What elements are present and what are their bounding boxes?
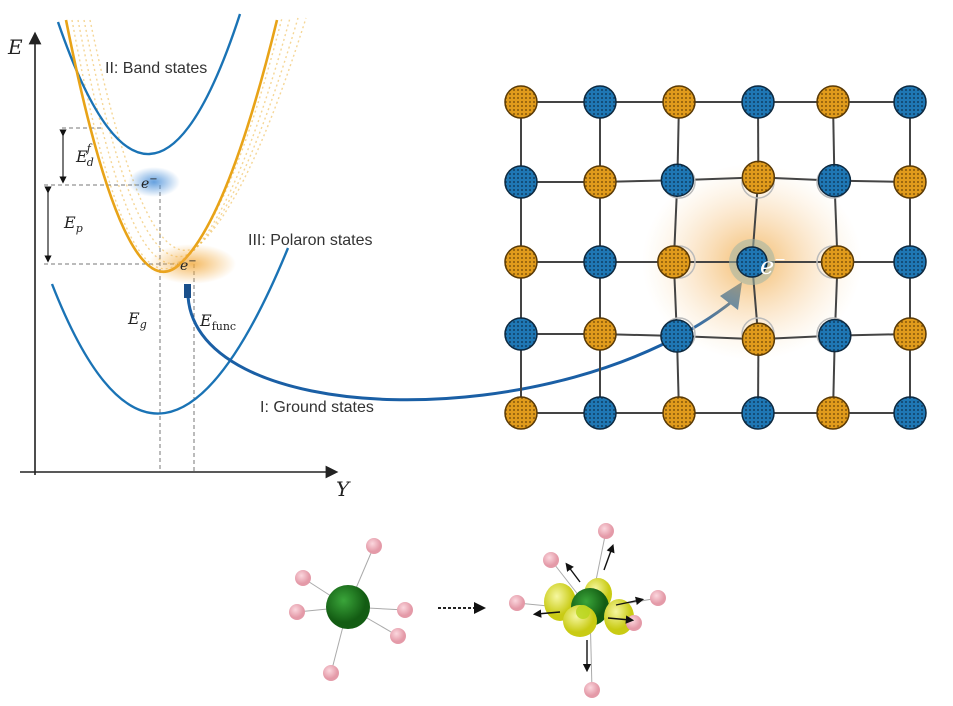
ligand-atom xyxy=(366,538,382,554)
displacement-arrow xyxy=(603,544,615,571)
lattice-atom-blue xyxy=(817,163,852,198)
lattice-atom-orange xyxy=(816,396,850,430)
efunc-label: Efunc xyxy=(199,311,236,333)
band-electron-label: e− xyxy=(141,174,158,192)
ligand-atom xyxy=(650,590,666,606)
band-states-label: II: Band states xyxy=(105,60,207,77)
polaron-connector-arrow xyxy=(186,286,735,402)
lattice-atom-orange xyxy=(504,85,538,119)
displacement-arrow xyxy=(532,609,561,618)
lattice-atom-orange xyxy=(820,245,855,279)
ligand-atom xyxy=(509,595,525,611)
displacement-arrow xyxy=(615,596,645,606)
lattice-atom-orange xyxy=(741,322,776,356)
band-electron-glow xyxy=(128,167,180,197)
lattice-atom-blue xyxy=(818,318,852,353)
ligand-atom xyxy=(584,682,600,698)
axis-label-e: E xyxy=(7,35,23,59)
lattice-atom-blue xyxy=(741,85,775,119)
ground-states-curve xyxy=(50,247,290,415)
polaron-electron-label: e− xyxy=(180,256,197,274)
lattice-atom-blue xyxy=(583,396,617,430)
ligand-atom xyxy=(289,604,305,620)
ep-label: Ep xyxy=(63,213,83,235)
lattice-atom-orange xyxy=(662,85,696,119)
lattice-electron-atom xyxy=(736,246,768,278)
energy-diagram: E Y II: Band states III: Polaron s xyxy=(7,13,742,501)
lattice-atom-orange xyxy=(816,85,850,119)
ligand-atom xyxy=(397,602,413,618)
lattice-atom-orange xyxy=(504,396,538,430)
polaron-connector-start xyxy=(184,284,191,298)
lattice-atom-orange xyxy=(893,165,927,199)
ligand-atom xyxy=(626,615,642,631)
ligand-atom xyxy=(543,552,559,568)
lattice-atom-blue xyxy=(893,396,927,430)
lattice-atom-orange xyxy=(504,245,538,279)
molecule-after xyxy=(509,523,666,698)
ligand-atom xyxy=(323,665,339,681)
lattice-atom-orange xyxy=(662,396,696,430)
displacement-arrow xyxy=(607,615,635,624)
molecule-before xyxy=(289,538,413,681)
ligand-atom xyxy=(390,628,406,644)
ed-label: Edf xyxy=(75,142,94,169)
lattice-atom-orange xyxy=(741,160,776,195)
polaron-electron-glow xyxy=(148,244,236,284)
lattice-atom-blue xyxy=(893,245,927,279)
ground-states-label: I: Ground states xyxy=(260,399,374,416)
lattice-atom-blue xyxy=(504,165,538,199)
ligand-atom xyxy=(295,570,311,586)
lattice-atom-blue xyxy=(660,319,694,353)
polaron-states-label: III: Polaron states xyxy=(248,232,373,249)
displacement-arrow xyxy=(565,562,581,583)
ligand-atom xyxy=(598,523,614,539)
lattice-atom-orange xyxy=(583,317,617,351)
lattice-electron-label: e− xyxy=(760,252,786,280)
spin-density-lobe xyxy=(604,599,634,635)
axis-label-y: Y xyxy=(336,477,351,501)
lattice-atom-blue xyxy=(893,85,927,119)
lattice-atom-blue xyxy=(583,245,617,279)
spin-density-core xyxy=(576,605,590,619)
lattice-atom-blue xyxy=(741,396,775,430)
lattice-atom-orange xyxy=(893,317,927,351)
lattice-atom-blue xyxy=(583,85,617,119)
band-states-curve xyxy=(56,13,242,156)
lattice-atom-orange xyxy=(583,165,617,199)
lattice-atom-orange xyxy=(657,245,691,279)
eg-label: Eg xyxy=(127,309,147,331)
central-atom xyxy=(326,585,370,629)
lattice-atom-blue xyxy=(504,317,538,351)
polaron-lattice: e− xyxy=(504,85,927,430)
lattice-atom-blue xyxy=(660,163,695,197)
